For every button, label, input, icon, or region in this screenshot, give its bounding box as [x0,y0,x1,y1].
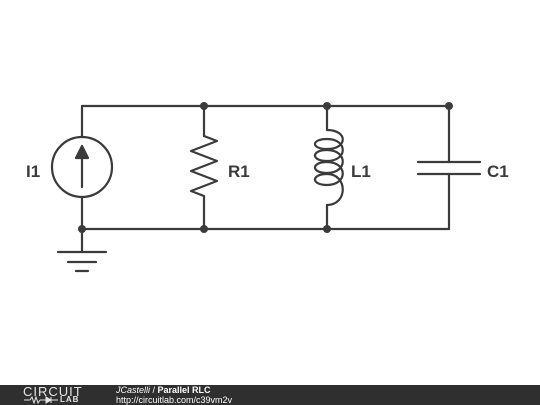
inductor-label: L1 [351,162,371,181]
logo-circuit-symbol-icon [24,396,58,404]
resistor-symbol [189,134,219,198]
resistor-label: R1 [228,162,250,181]
schematic-credit: JCastelli / Parallel RLC [116,385,211,395]
author-name[interactable]: JCastelli [116,385,151,395]
junction-dot [323,102,331,110]
junction-dot [200,102,208,110]
current-source-symbol [50,135,114,199]
junction-dot [323,225,331,233]
footer-bar: CIRCUIT LAB JCastelli / Parallel RLC htt… [0,385,540,405]
credit-separator: / [150,385,158,395]
junction-dot [445,102,453,110]
logo-word: CIRCUIT [23,384,83,399]
circuitlab-logo[interactable]: CIRCUIT LAB [20,385,94,405]
source-label: I1 [26,162,40,181]
junction-dot [200,225,208,233]
schematic-canvas: I1 R1 L1 C1 [26,102,509,273]
schematic-url-link[interactable]: http://circuitlab.com/c39vm2v [116,395,233,405]
junction-dot [78,225,86,233]
current-arrow-head [74,144,90,160]
capacitor-label: C1 [487,162,509,181]
logo-sub: LAB [60,395,80,404]
schematic-title[interactable]: Parallel RLC [157,385,211,395]
inductor-symbol [313,128,344,207]
